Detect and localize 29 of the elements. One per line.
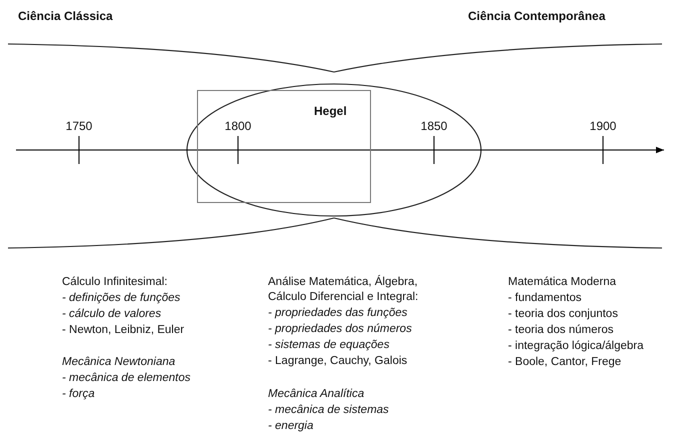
list-item: - definições de funções: [62, 291, 180, 306]
list-item: - força: [62, 387, 95, 402]
list-item: - Newton, Leibniz, Euler: [62, 323, 184, 338]
list-item: - teoria dos conjuntos: [508, 307, 618, 322]
year-label: 1850: [420, 119, 448, 134]
year-label: 1800: [224, 119, 252, 134]
list-heading: Matemática Moderna: [508, 275, 616, 290]
list-item: - mecânica de elementos: [62, 371, 190, 386]
list-item: - mecânica de sistemas: [268, 403, 389, 418]
list-item: - energia: [268, 419, 314, 433]
year-label: 1900: [590, 119, 616, 134]
list-item: - Boole, Cantor, Frege: [508, 355, 622, 370]
list-item: - Lagrange, Cauchy, Galois: [268, 354, 408, 369]
list-heading: Análise Matemática, Álgebra, Cálculo Diferencial e Integral:: [268, 275, 420, 305]
list-heading: Mecânica Analítica: [268, 387, 364, 402]
list-item: - cálculo de valores: [62, 307, 162, 322]
period-box: [197, 90, 371, 203]
section-heading: Ciência Contemporânea: [468, 9, 606, 24]
year-label: 1750: [66, 119, 92, 134]
list-item: - sistemas de equações: [268, 338, 390, 353]
list-item: - fundamentos: [508, 291, 582, 306]
box-title: Hegel: [314, 104, 347, 118]
list-item: - propriedades das funções: [268, 306, 408, 321]
list-item: - teoria dos números: [508, 323, 614, 338]
list-heading: Mecânica Newtoniana: [62, 355, 176, 370]
section-heading: Ciência Clássica: [18, 9, 113, 24]
list-heading: Cálculo Infinitesimal:: [62, 275, 168, 290]
list-item: - integração lógica/álgebra: [508, 339, 644, 354]
list-item: - propriedades dos números: [268, 322, 412, 337]
